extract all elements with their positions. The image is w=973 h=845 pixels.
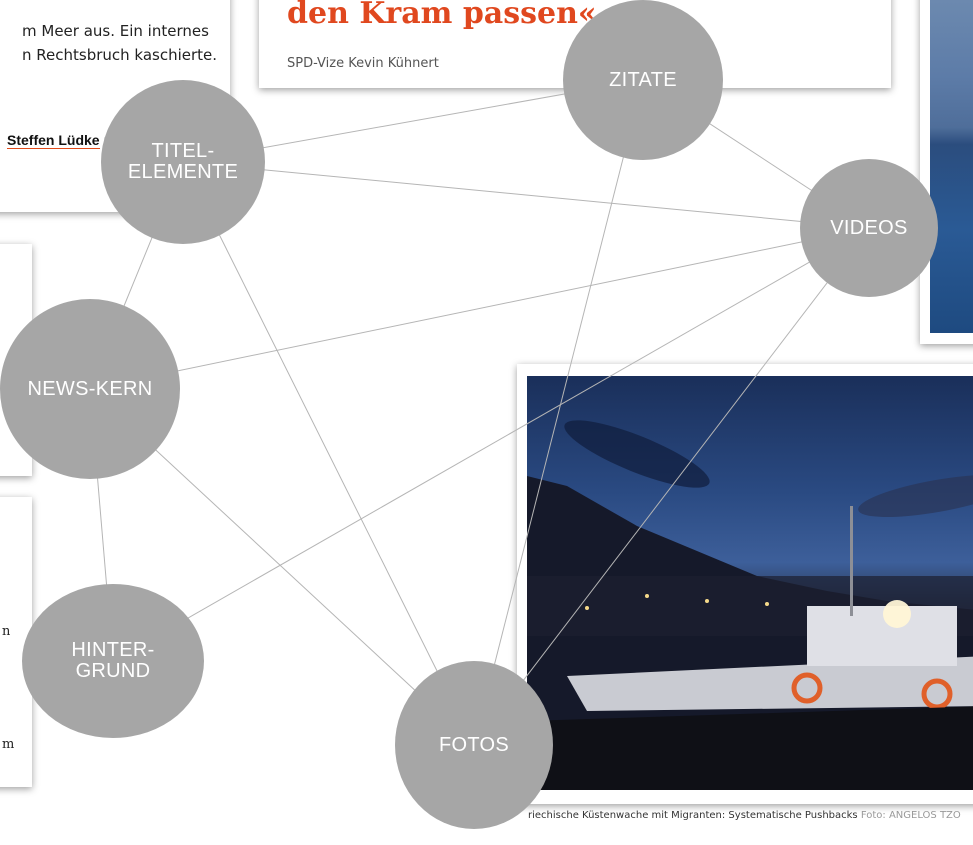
coast-guard-photo — [527, 376, 973, 790]
life-ring — [791, 672, 823, 704]
crowd-foreground — [527, 706, 973, 790]
harbour-light — [585, 606, 589, 610]
node-fotos[interactable]: FOTOS — [395, 661, 553, 829]
photo-scene — [527, 420, 973, 790]
node-label: TITEL- ELEMENTE — [127, 140, 239, 183]
node-label: VIDEOS — [830, 216, 908, 239]
video-card[interactable] — [920, 0, 973, 344]
cloud-shape — [858, 474, 973, 518]
node-label: ZITATE — [609, 68, 677, 91]
edge-titelelemente-fotos — [182, 161, 475, 746]
edge-videos-hintergrund — [112, 227, 870, 662]
harbour-light — [705, 599, 709, 603]
node-newskern[interactable]: NEWS-KERN — [0, 299, 180, 479]
node-titelelemente[interactable]: TITEL- ELEMENTE — [101, 80, 265, 244]
photo-card[interactable] — [517, 364, 973, 804]
snippet-text-1: n — [2, 624, 11, 639]
boat-mast — [850, 506, 853, 616]
edge-videos-fotos — [473, 227, 870, 746]
snippet-text-2: m — [2, 737, 15, 752]
harbour-light — [765, 602, 769, 606]
quote-author: SPD-Vize Kevin Kühnert — [287, 56, 439, 71]
caption-text: riechische Küstenwache mit Migranten: Sy… — [528, 810, 858, 821]
edge-zitate-fotos — [473, 79, 644, 746]
node-label: HINTER- GRUND — [71, 639, 155, 682]
boat-hull — [567, 656, 973, 711]
teaser-text-line-2: n Rechtsbruch kaschierte. — [22, 46, 218, 64]
boat-cabin — [807, 606, 957, 666]
node-hintergrund[interactable]: HINTER- GRUND — [22, 584, 204, 738]
life-ring — [921, 678, 953, 710]
sea-image — [930, 0, 973, 333]
harbour-light — [645, 594, 649, 598]
node-label: FOTOS — [438, 733, 510, 756]
photo-caption: riechische Küstenwache mit Migranten: Sy… — [528, 810, 961, 821]
node-zitate[interactable]: ZITATE — [563, 0, 723, 160]
quote-headline: den Kram passen« — [287, 0, 597, 31]
teaser-text-line-1: m Meer aus. Ein internes — [22, 22, 209, 40]
edge-videos-newskern — [89, 227, 870, 390]
boat-lamp — [883, 600, 911, 628]
photo-credit: Foto: ANGELOS TZO — [860, 810, 961, 821]
edge-titelelemente-videos — [182, 161, 870, 229]
node-label: NEWS-KERN — [27, 377, 153, 400]
author-link[interactable]: Steffen Lüdke — [7, 132, 100, 149]
node-videos[interactable]: VIDEOS — [800, 159, 938, 297]
cloud-shape — [564, 420, 710, 488]
